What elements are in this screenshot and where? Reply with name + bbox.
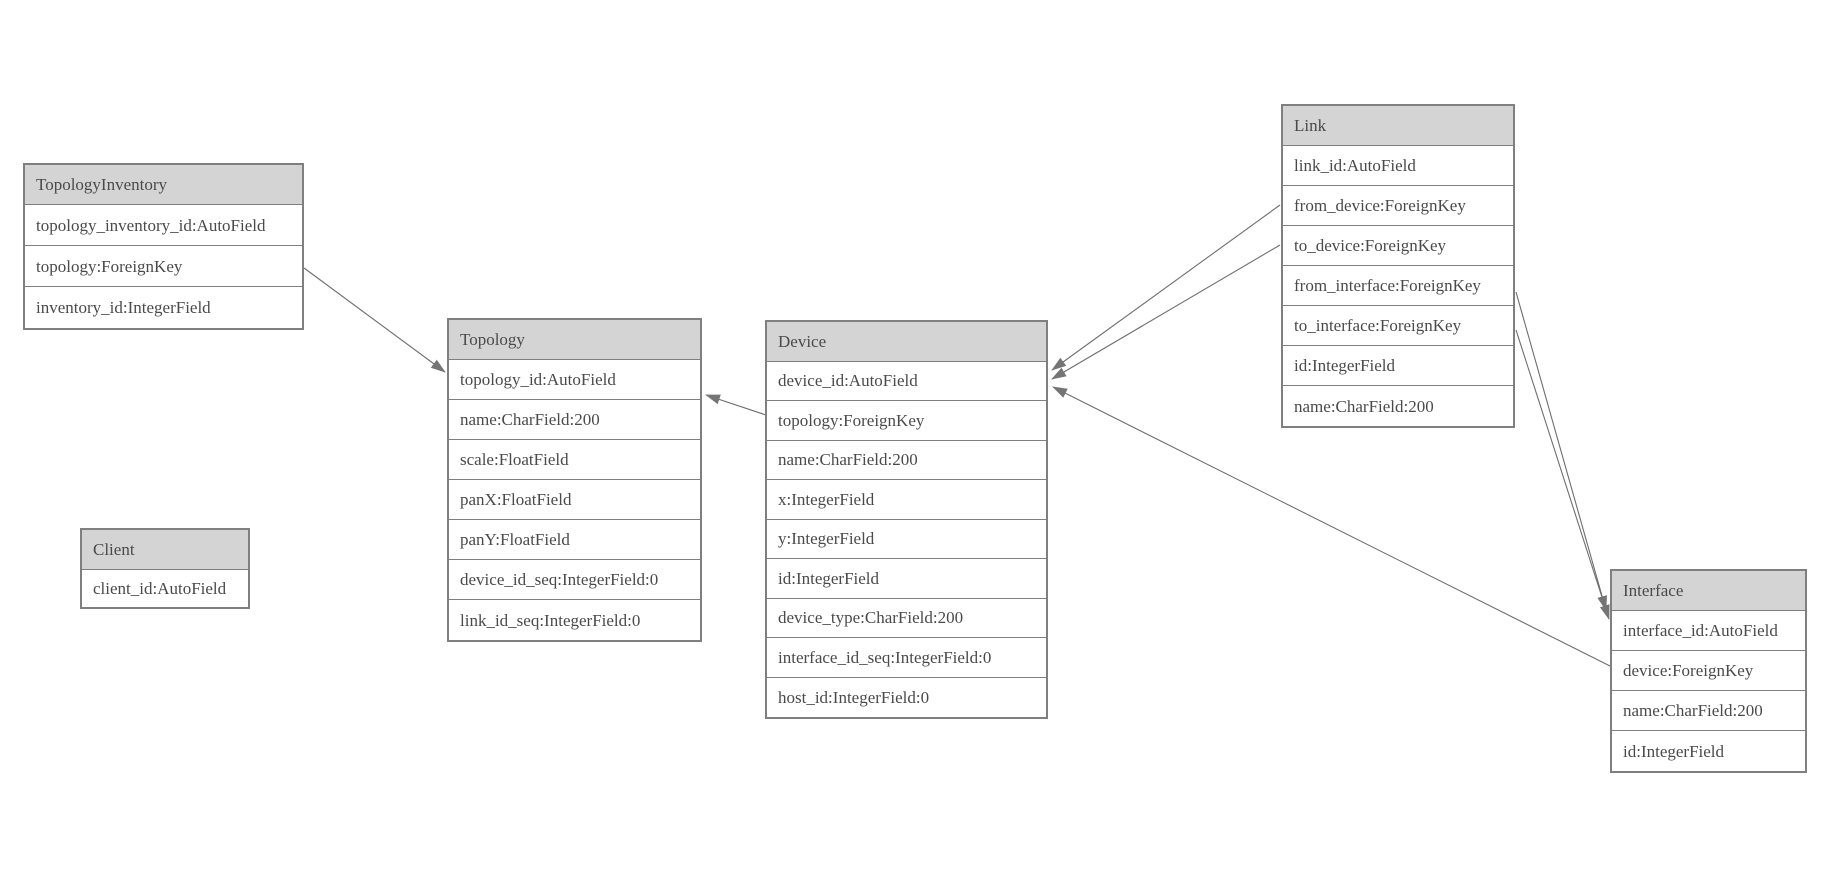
entity-title-topologyinventory: TopologyInventory [25,165,302,205]
entity-field-row: name:CharField:200 [449,400,700,440]
entity-field-row: x:IntegerField [767,480,1046,520]
entity-field-row: scale:FloatField [449,440,700,480]
relationship-edge-interface-device [1052,386,1611,667]
entity-field-row: topology:ForeignKey [25,246,302,287]
entity-field-row: device_id:AutoField [767,361,1046,401]
entity-field-row: id:IntegerField [1612,731,1805,771]
entity-title-client: Client [82,530,248,570]
entity-field-row: panX:FloatField [449,480,700,520]
relationship-edge-link-from_device [1051,204,1281,371]
entity-field-row: device_type:CharField:200 [767,598,1046,638]
entity-field-row: name:CharField:200 [767,440,1046,480]
entity-title-topology: Topology [449,320,700,360]
entity-field-row: y:IntegerField [767,519,1046,559]
entity-title-interface: Interface [1612,571,1805,611]
relationship-edge-device-topology [705,394,767,416]
entity-field-row: id:IntegerField [1283,346,1513,386]
entity-field-row: device_id_seq:IntegerField:0 [449,560,700,600]
entity-field-row: inventory_id:IntegerField [25,287,302,328]
entity-field-row: from_interface:ForeignKey [1283,266,1513,306]
entity-field-row: name:CharField:200 [1612,691,1805,731]
entity-field-row: interface_id:AutoField [1612,611,1805,651]
entity-title-link: Link [1283,106,1513,146]
entity-field-row: host_id:IntegerField:0 [767,677,1046,717]
entity-field-row: id:IntegerField [767,559,1046,599]
entity-field-row: panY:FloatField [449,520,700,560]
entity-field-row: topology:ForeignKey [767,401,1046,441]
entity-field-row: interface_id_seq:IntegerField:0 [767,638,1046,678]
entity-field-row: link_id_seq:IntegerField:0 [449,600,700,640]
entity-field-row: client_id:AutoField [82,570,248,607]
entity-field-row: from_device:ForeignKey [1283,186,1513,226]
entity-field-row: link_id:AutoField [1283,146,1513,186]
entity-field-row: device:ForeignKey [1612,651,1805,691]
entity-field-row: to_device:ForeignKey [1283,226,1513,266]
entity-field-row: topology_inventory_id:AutoField [25,205,302,246]
relationship-edge-link-from_interface [1515,291,1607,611]
entity-field-row: topology_id:AutoField [449,360,700,400]
entity-field-row: to_interface:ForeignKey [1283,306,1513,346]
relationship-edge-link-to_device [1051,244,1281,380]
entity-title-device: Device [767,322,1046,362]
relationship-edge-link-to_interface [1515,329,1610,620]
relationship-edge-topologyinventory-topology [303,267,446,373]
entity-field-row: name:CharField:200 [1283,386,1513,426]
